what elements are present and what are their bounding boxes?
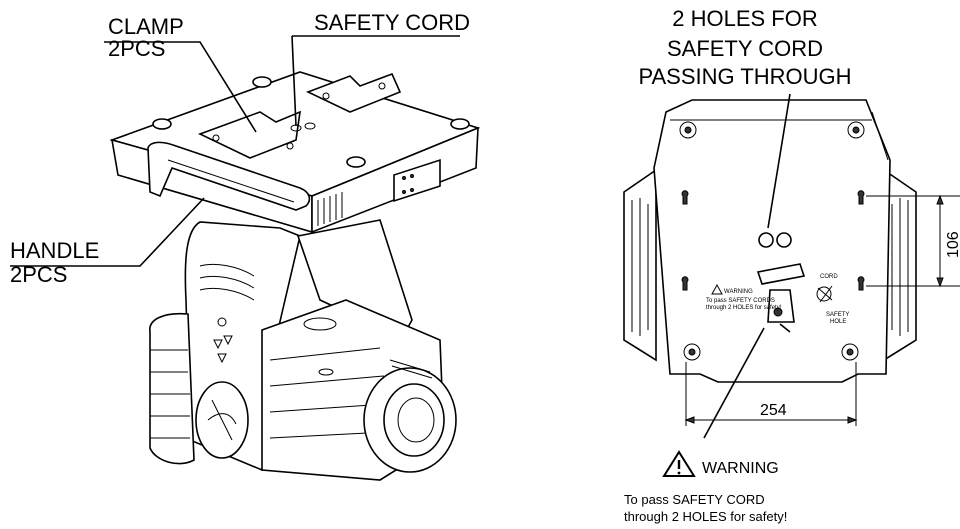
height-dimension-label: 106	[945, 231, 960, 258]
warning-title: WARNING	[702, 460, 779, 477]
fixture-3d-view	[109, 71, 481, 481]
height-dimension	[866, 194, 960, 288]
safety-cord-label: SAFETY CORD	[314, 10, 470, 35]
inner-warning-text2: through 2 HOLES for safety!	[706, 305, 782, 311]
holes-leader	[767, 93, 791, 229]
clamp-label: CLAMP	[108, 14, 184, 39]
clamp-leader	[104, 41, 257, 133]
inner-cord-label: CORD	[820, 274, 838, 280]
holes-label-line3: PASSING THROUGH	[638, 64, 851, 89]
holes-label-line2: SAFETY CORD	[667, 36, 823, 61]
handle-qty-label: 2PCS	[10, 262, 67, 287]
inner-hole-label: HOLE	[830, 319, 846, 325]
width-dimension-label: 254	[760, 402, 787, 419]
safety-cord-leader	[291, 35, 460, 127]
inner-safety-label: SAFETY	[826, 312, 849, 318]
width-dimension	[684, 362, 858, 426]
warning-line2: through 2 HOLES for safety!	[624, 509, 787, 524]
holes-label-line1: 2 HOLES FOR	[672, 6, 817, 31]
fixture-bottom-view: WARNING To pass SAFETY CORDS through 2 H…	[623, 99, 917, 383]
inner-warning-title: WARNING	[724, 289, 753, 295]
inner-warning-text1: To pass SAFETY CORDS	[706, 298, 775, 304]
handle-leader	[10, 197, 205, 267]
warning-triangle-icon	[662, 450, 696, 477]
handle-label: HANDLE	[10, 238, 99, 263]
warning-line1: To pass SAFETY CORD	[624, 492, 765, 507]
clamp-qty-label: 2PCS	[108, 36, 165, 61]
